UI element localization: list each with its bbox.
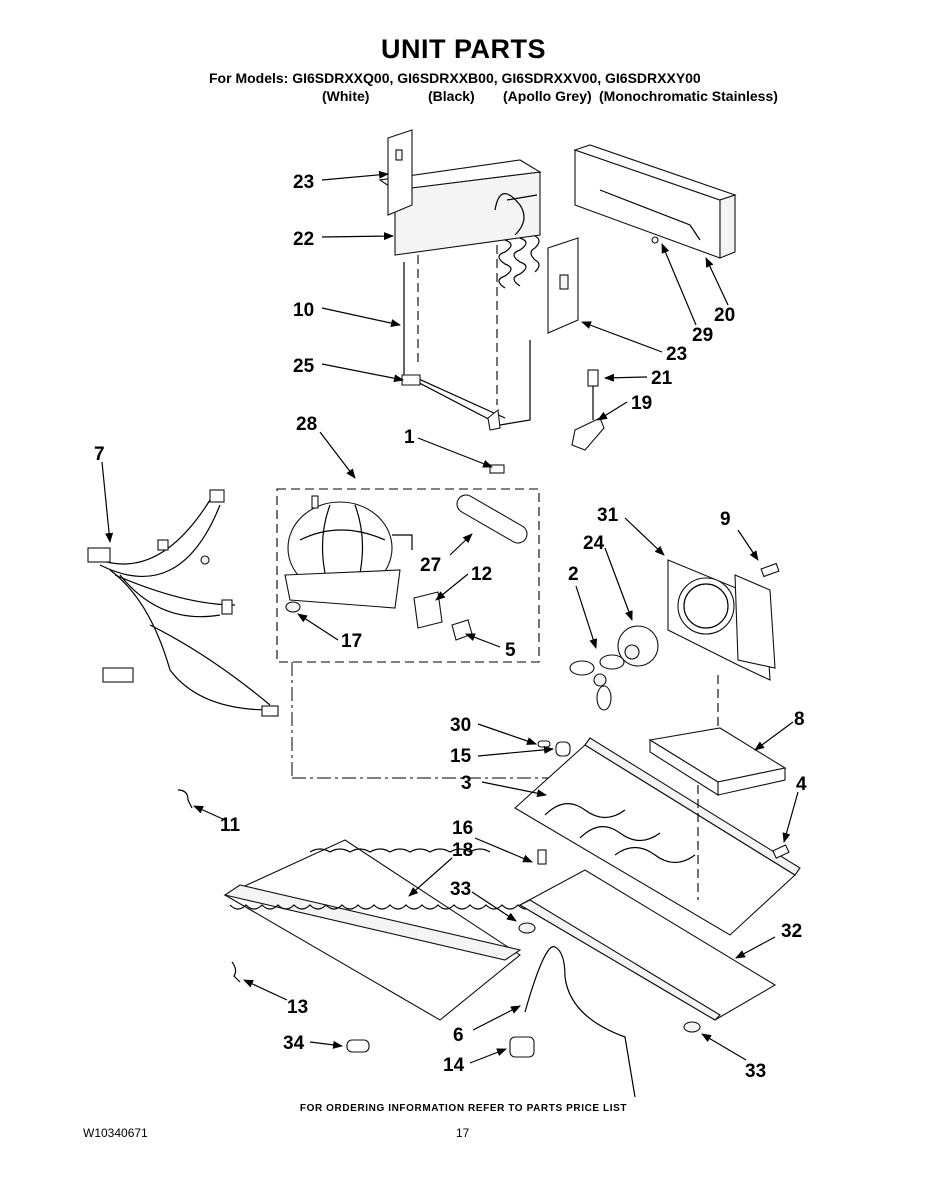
evaporator-side-bracket-left <box>387 129 413 216</box>
callout-16: 16 <box>452 818 473 839</box>
evaporator-cover-duct <box>573 144 737 259</box>
callout-6: 6 <box>453 1025 464 1046</box>
color-black: (Black) <box>428 88 475 104</box>
fan-motor <box>617 625 659 667</box>
evaporator-coil <box>378 159 542 405</box>
compressor-grommet <box>285 601 301 613</box>
callout-22: 22 <box>293 229 314 250</box>
callout-17: 17 <box>341 631 362 652</box>
callout-18: 18 <box>452 840 473 861</box>
base-spacer <box>555 741 571 757</box>
callout-32: 32 <box>781 921 802 942</box>
callout-7: 7 <box>94 444 105 465</box>
evaporator-side-bracket-right <box>547 237 579 334</box>
fan-screw <box>760 562 780 578</box>
ordering-info-note: FOR ORDERING INFORMATION REFER TO PARTS … <box>299 1103 628 1114</box>
overload-cover <box>451 619 473 641</box>
condenser-clip <box>231 961 241 983</box>
drain-tube <box>524 946 636 1098</box>
tubing-clip-11 <box>177 789 193 809</box>
callout-21: 21 <box>651 368 673 389</box>
compressor <box>284 495 413 609</box>
callout-31: 31 <box>597 505 619 526</box>
condenser-fan-shroud <box>667 559 776 681</box>
callout-10: 10 <box>293 300 314 321</box>
callout-9: 9 <box>720 509 731 530</box>
spacer-14 <box>509 1036 535 1058</box>
evaporator-heater <box>401 262 531 431</box>
page-title: UNIT PARTS <box>381 34 546 64</box>
base-clip <box>537 740 551 748</box>
leader-lines <box>101 170 799 1064</box>
foot-33a <box>518 922 536 934</box>
foot-33b <box>683 1021 701 1033</box>
color-monochromatic-stainless: (Monochromatic Stainless) <box>599 88 778 104</box>
callout-3: 3 <box>461 773 472 794</box>
callout-27: 27 <box>420 555 441 576</box>
callout-5: 5 <box>505 640 516 661</box>
callout-33-left: 33 <box>450 879 471 900</box>
callout-30: 30 <box>450 715 471 736</box>
callout-2: 2 <box>568 564 579 585</box>
electrical-box-cover <box>648 727 787 796</box>
color-white: (White) <box>322 88 370 104</box>
wire-harness <box>87 489 279 717</box>
callout-33-right: 33 <box>745 1061 766 1082</box>
callout-14: 14 <box>443 1055 465 1076</box>
callout-25: 25 <box>293 356 315 377</box>
callout-29: 29 <box>692 325 713 346</box>
callout-20: 20 <box>714 305 735 326</box>
callout-13: 13 <box>287 997 308 1018</box>
drier-filter <box>456 494 528 544</box>
models-line: For Models: GI6SDRXXQ00, GI6SDRXXB00, GI… <box>209 70 701 86</box>
page-number: 17 <box>456 1126 470 1140</box>
callout-8: 8 <box>794 709 805 730</box>
base-screw-left <box>537 849 547 865</box>
machine-compartment-base <box>514 737 801 936</box>
callout-15: 15 <box>450 746 472 767</box>
mounting-screw-1 <box>489 464 505 474</box>
callout-labels: 23 22 10 25 28 1 7 27 12 17 5 20 29 23 2… <box>94 172 807 1082</box>
start-relay <box>413 591 443 629</box>
callout-4: 4 <box>796 774 807 795</box>
condenser <box>223 839 615 1021</box>
callout-24: 24 <box>583 533 605 554</box>
document-number: W10340671 <box>83 1126 148 1140</box>
condenser-fitting <box>346 1039 370 1053</box>
callout-23: 23 <box>293 172 314 193</box>
fan-blade <box>569 654 625 711</box>
defrost-thermostat <box>571 369 605 451</box>
callout-34: 34 <box>283 1033 305 1054</box>
callout-28: 28 <box>296 414 317 435</box>
callout-1: 1 <box>404 427 415 448</box>
base-screw-right <box>772 844 790 859</box>
compressor-assembly-box <box>276 488 540 663</box>
callout-12: 12 <box>471 564 492 585</box>
color-apollo-grey: (Apollo Grey) <box>503 88 592 104</box>
insulation-panel <box>518 869 777 1021</box>
callout-23-right: 23 <box>666 344 687 365</box>
callout-19: 19 <box>631 393 652 414</box>
callout-11: 11 <box>220 815 241 836</box>
